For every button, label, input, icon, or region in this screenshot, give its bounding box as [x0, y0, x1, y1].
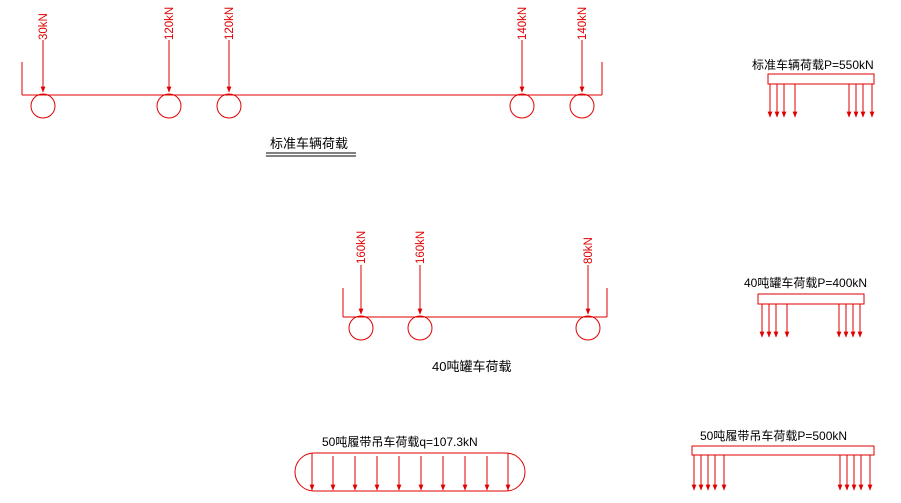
- crawler-summary: [691, 445, 875, 491]
- standard-vehicle-diagram: [21, 40, 603, 119]
- wheel: [569, 93, 595, 119]
- axle-load-label: 30kN: [38, 13, 50, 40]
- axle-load-label: 160kN: [356, 231, 368, 264]
- axle-load-label: 160kN: [415, 231, 427, 264]
- axle-load-label: 120kN: [224, 7, 236, 40]
- standard-vehicle-summary: [767, 73, 875, 118]
- wheel: [509, 93, 535, 119]
- crawler-track-diagram: [294, 452, 526, 492]
- load-block: [757, 293, 865, 305]
- summary-label: 标准车辆荷载P=550kN: [752, 57, 874, 72]
- wheel: [216, 93, 242, 119]
- wheel: [407, 315, 433, 341]
- track-load-label: 50吨履带吊车荷载q=107.3kN: [322, 434, 478, 449]
- axle-load-label: 140kN: [577, 7, 589, 40]
- diagram-title: 标准车辆荷载: [270, 136, 348, 151]
- crawler-track: [294, 452, 526, 492]
- load-block: [691, 445, 875, 456]
- wheel: [30, 93, 56, 119]
- summary-label: 50吨履带吊车荷载P=500kN: [700, 428, 847, 443]
- load-block: [767, 73, 875, 85]
- axle-load-label: 140kN: [517, 7, 529, 40]
- wheel: [156, 93, 182, 119]
- wheel: [575, 315, 601, 341]
- diagram-title: 40吨罐车荷载: [432, 359, 511, 374]
- summary-label: 40吨罐车荷载P=400kN: [744, 275, 867, 290]
- wheel: [348, 315, 374, 341]
- tanker-diagram: [342, 265, 608, 341]
- tanker-summary: [757, 293, 865, 338]
- axle-load-label: 80kN: [583, 237, 595, 264]
- axle-load-label: 120kN: [164, 7, 176, 40]
